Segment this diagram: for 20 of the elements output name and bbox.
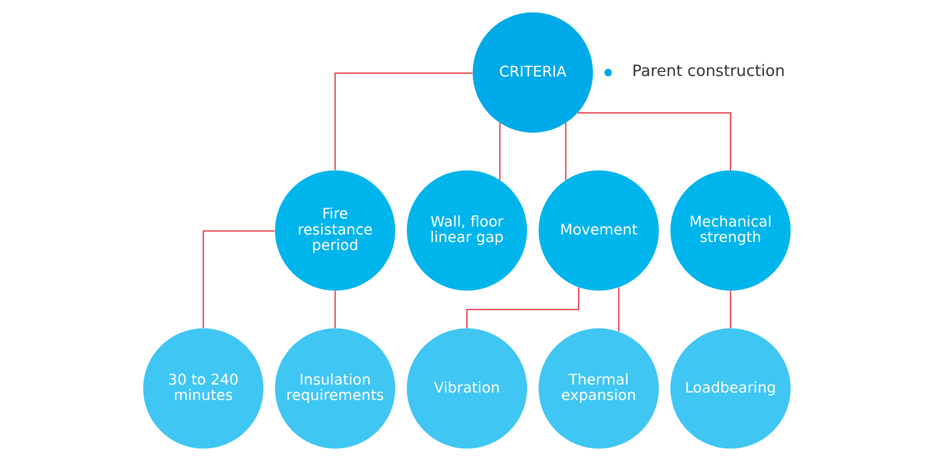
- node-circle: Movement: [538, 170, 658, 291]
- connector: [564, 122, 566, 180]
- node-circle: Mechanical strength: [670, 170, 790, 291]
- connector: [202, 230, 274, 328]
- node-circle: Fire resistance period: [274, 170, 395, 291]
- connector: [334, 290, 336, 328]
- node-circle: CRITERIA: [472, 12, 592, 133]
- connector: [334, 72, 472, 170]
- node-circle: Insulation requirements: [274, 328, 395, 449]
- connector: [577, 112, 731, 170]
- node-circle: Vibration: [406, 328, 527, 449]
- connector: [498, 122, 500, 180]
- node-circle: Wall, floor linear gap: [406, 170, 527, 291]
- node-circle: 30 to 240 minutes: [142, 328, 263, 449]
- node-circle: Thermal expansion: [538, 328, 658, 449]
- connector: [466, 287, 579, 328]
- connector: [618, 288, 619, 332]
- connector: [729, 290, 731, 328]
- label: Parent construction: [632, 61, 784, 80]
- node-circle: Loadbearing: [670, 328, 790, 449]
